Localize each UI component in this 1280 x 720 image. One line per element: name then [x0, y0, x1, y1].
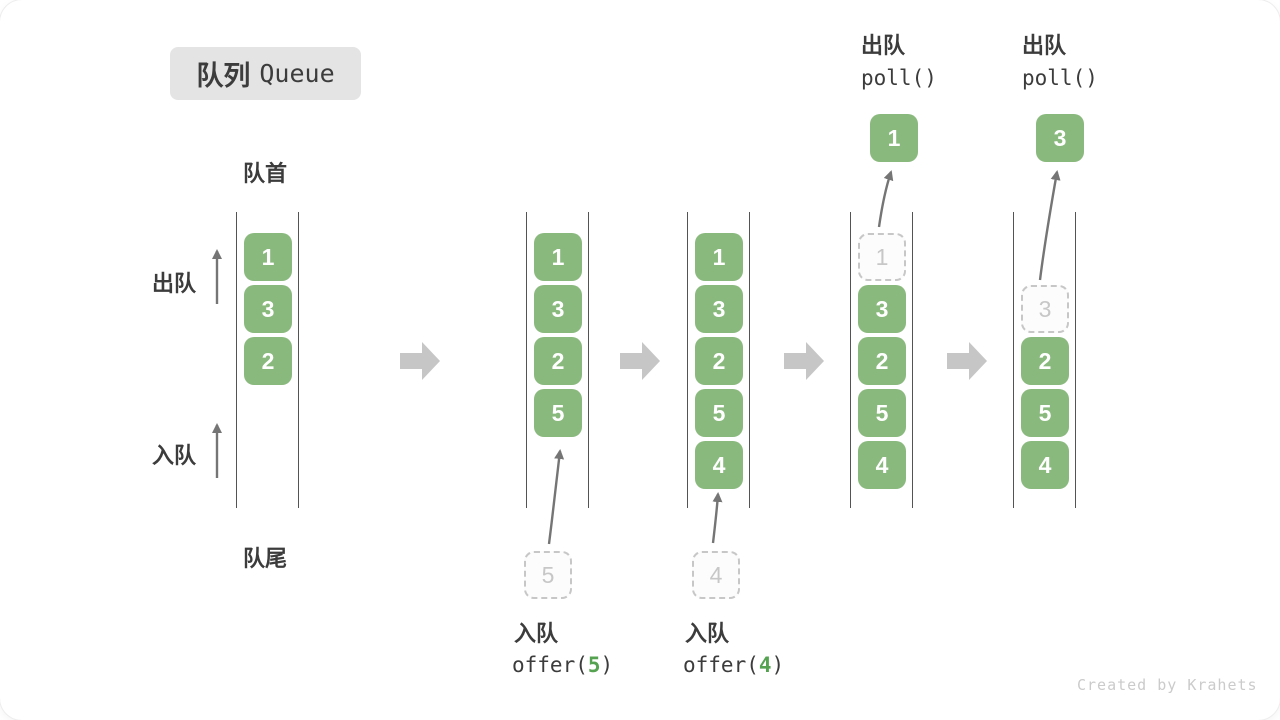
queue-block: 5	[534, 389, 582, 437]
pending-block-5: 5	[524, 551, 572, 599]
queue-state-4: 1 3 2 5 4	[850, 212, 913, 508]
code-text: offer(	[512, 653, 588, 677]
queue-state-5: 3 2 5 4	[1013, 212, 1076, 508]
step-arrow-icon	[784, 342, 824, 380]
code-poll-1: poll()	[861, 66, 937, 90]
queue-block: 3	[244, 285, 292, 333]
code-text: offer(	[683, 653, 759, 677]
title-en: Queue	[259, 59, 335, 88]
label-queue-rear: 队尾	[243, 546, 288, 571]
title-box: 队列 Queue	[170, 47, 361, 100]
queue-block: 1	[244, 233, 292, 281]
removed-block: 3	[1021, 285, 1069, 333]
queue-block: 3	[695, 285, 743, 333]
queue-block: 2	[858, 337, 906, 385]
queue-block: 5	[1021, 389, 1069, 437]
queue-block: 2	[534, 337, 582, 385]
label-queue-front: 队首	[243, 161, 288, 186]
queue-block: 4	[695, 441, 743, 489]
queue-block: 3	[858, 285, 906, 333]
label-enqueue-side: 入队	[152, 443, 197, 468]
result-block-3: 3	[1036, 114, 1084, 162]
queue-block: 3	[534, 285, 582, 333]
label-enqueue-op-5: 入队	[514, 621, 559, 646]
queue-block: 4	[858, 441, 906, 489]
code-offer-5: offer(5)	[512, 653, 613, 677]
label-dequeue-op-3: 出队	[1022, 33, 1067, 58]
queue-block: 1	[534, 233, 582, 281]
label-dequeue-op-1: 出队	[861, 33, 906, 58]
title-zh: 队列	[196, 61, 251, 91]
queue-block: 2	[244, 337, 292, 385]
result-block-1: 1	[870, 114, 918, 162]
queue-block: 5	[858, 389, 906, 437]
code-poll-3: poll()	[1022, 66, 1098, 90]
queue-state-2: 1 3 2 5	[526, 212, 589, 508]
code-arg: 4	[758, 653, 772, 677]
code-offer-4: offer(4)	[683, 653, 784, 677]
code-arg: 5	[587, 653, 601, 677]
removed-block: 1	[858, 233, 906, 281]
label-enqueue-op-4: 入队	[685, 621, 730, 646]
step-arrow-icon	[947, 342, 987, 380]
queue-block: 5	[695, 389, 743, 437]
step-arrow-icon	[620, 342, 660, 380]
queue-state-3: 1 3 2 5 4	[687, 212, 750, 508]
queue-block: 4	[1021, 441, 1069, 489]
queue-state-1: 1 3 2	[236, 212, 299, 508]
queue-block: 1	[695, 233, 743, 281]
watermark: Created by Krahets	[1077, 676, 1258, 694]
queue-block: 2	[695, 337, 743, 385]
code-text: )	[771, 653, 785, 677]
step-arrow-icon	[400, 342, 440, 380]
label-dequeue-side: 出队	[152, 271, 197, 296]
code-text: )	[600, 653, 614, 677]
queue-block: 2	[1021, 337, 1069, 385]
pending-block-4: 4	[692, 551, 740, 599]
